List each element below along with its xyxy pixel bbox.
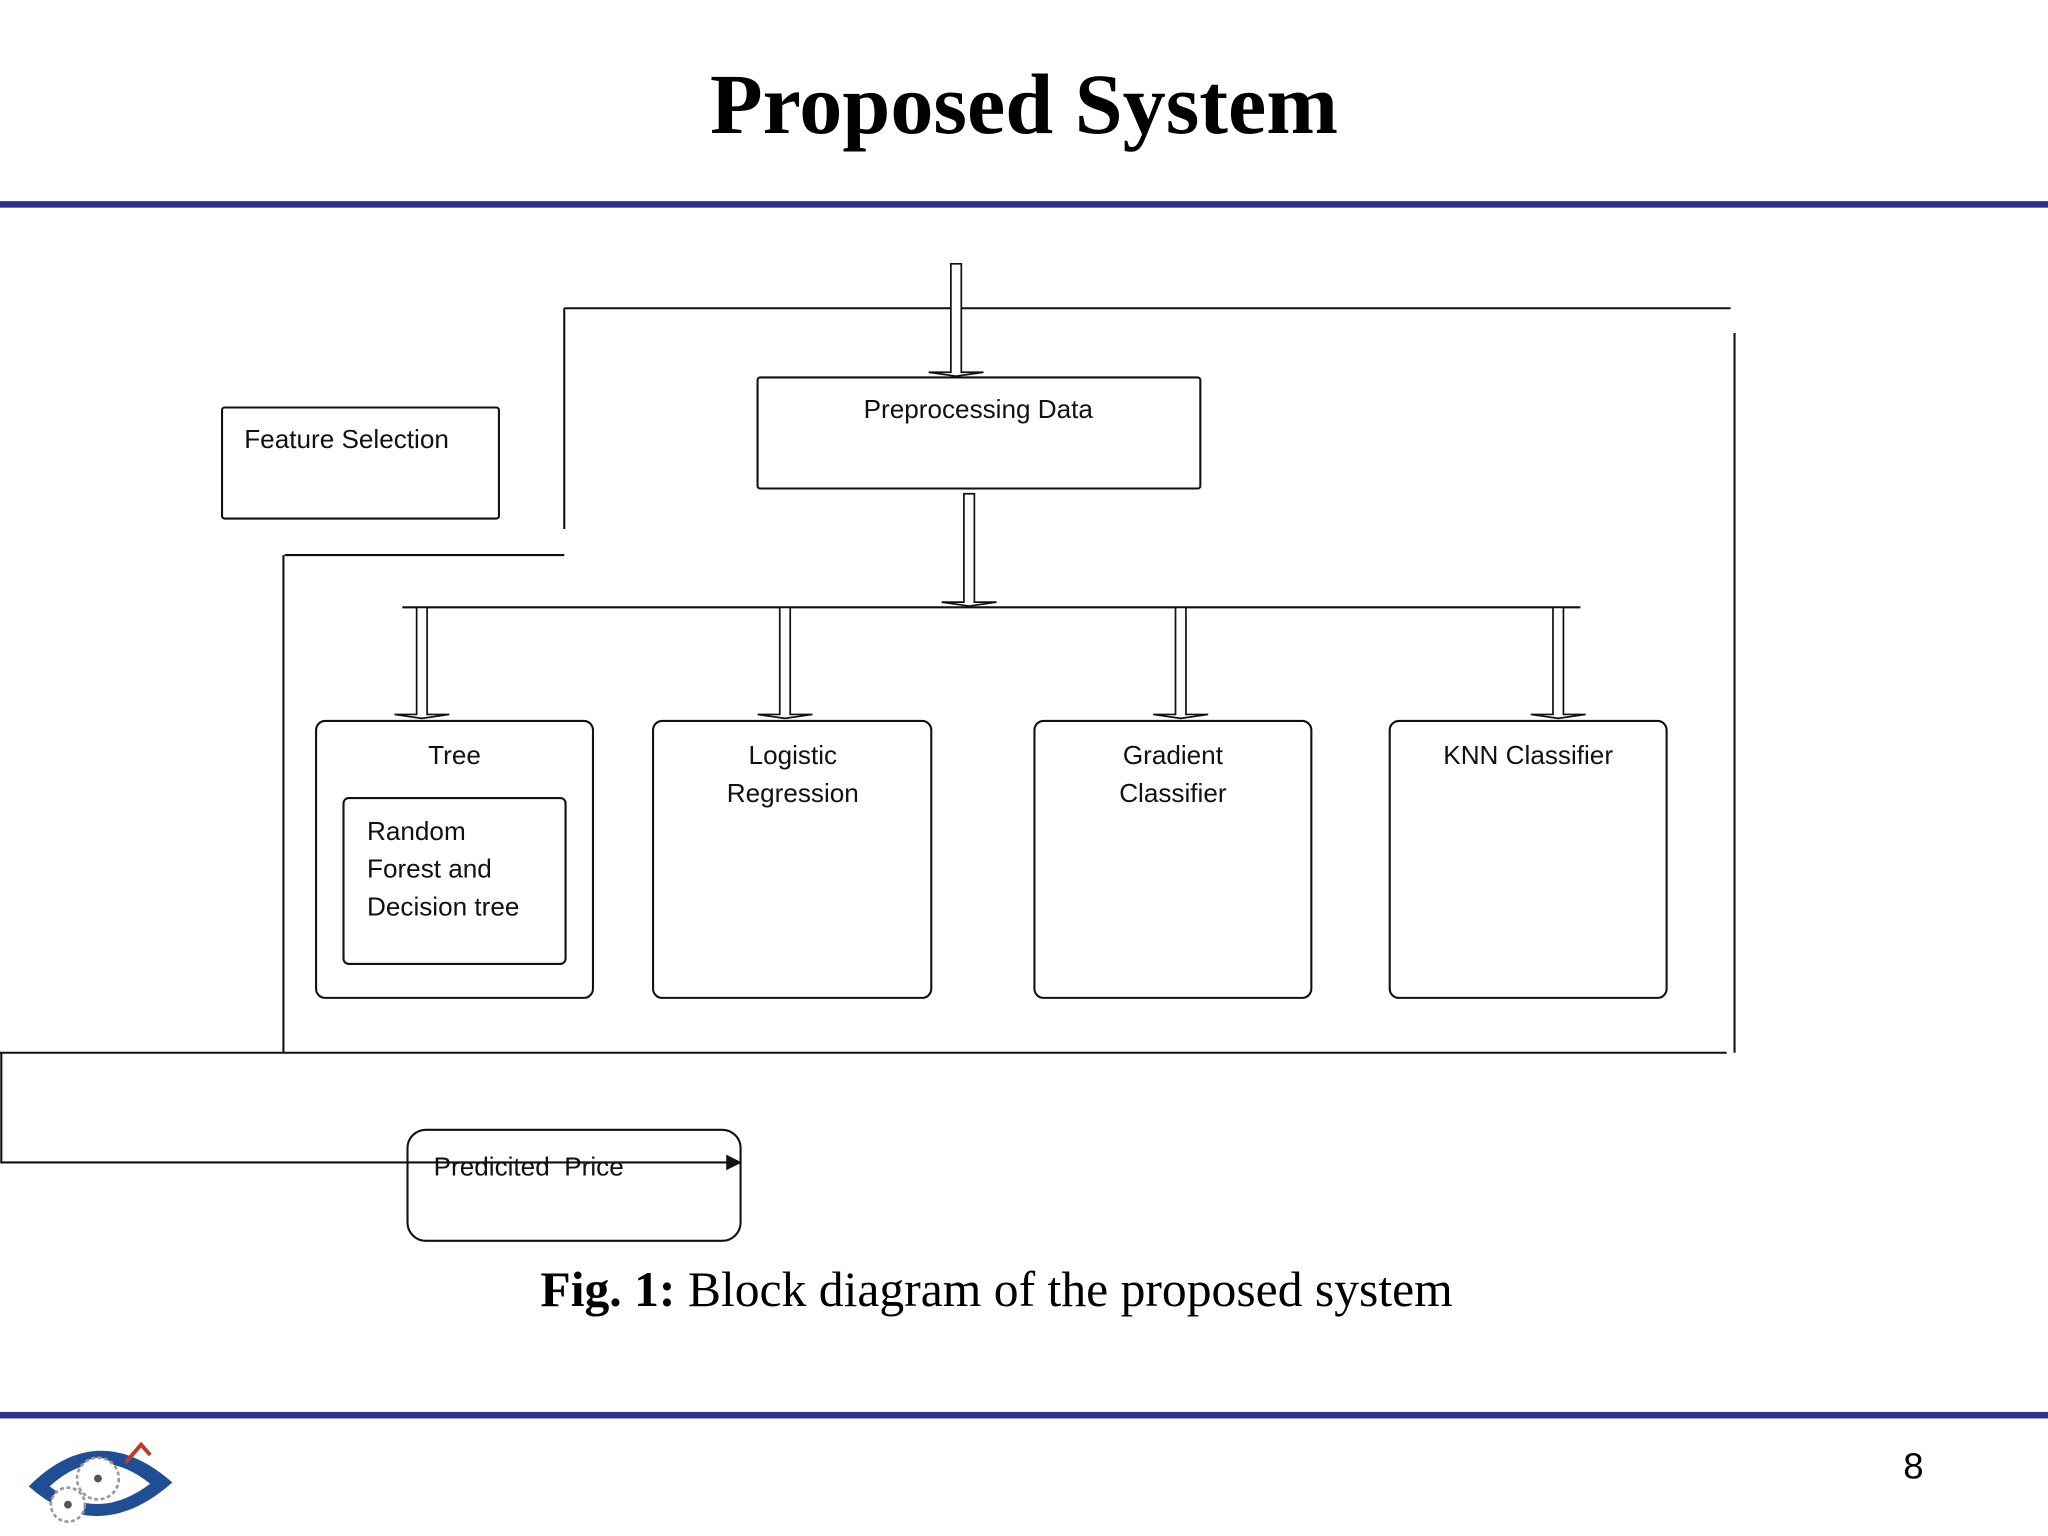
hollow-arrow-icon (928, 262, 984, 378)
hollow-arrow-icon (941, 492, 997, 607)
hollow-arrow-icon (1530, 606, 1586, 720)
inner-label: Decision tree (367, 892, 519, 922)
page-number: 8 (1903, 1446, 1923, 1487)
hollow-arrows (394, 262, 1586, 720)
feature-selection-label: Feature Selection (244, 424, 449, 454)
model-box-gradient-classifier (1033, 719, 1313, 999)
gear-hub-icon (94, 1474, 102, 1483)
connector-line (0, 307, 1736, 1164)
inner-label: Random (367, 816, 466, 846)
figure-icon (123, 1441, 152, 1465)
model-box-knn-classifier (1388, 719, 1668, 999)
model-label: Classifier (1119, 778, 1227, 808)
figure-caption: Fig. 1: Block diagram of the proposed sy… (540, 1262, 1452, 1317)
caption-text: Block diagram of the proposed system (675, 1262, 1452, 1317)
inner-label: Forest and (367, 854, 492, 884)
top-divider (0, 201, 2048, 208)
gear-hub-icon (64, 1500, 72, 1509)
model-label: KNN Classifier (1443, 740, 1613, 770)
page-title: Proposed System (710, 56, 1338, 152)
model-box-logistic-regression (652, 719, 933, 999)
block-diagram: Feature Selection Preprocessing Data Tre… (0, 262, 1736, 1242)
bottom-divider (0, 1411, 2048, 1419)
caption-prefix: Fig. 1: (540, 1262, 675, 1317)
preprocessing-label: Preprocessing Data (864, 394, 1094, 424)
college-logo (28, 1441, 173, 1523)
predicted-price-label: Predicited Price (434, 1152, 624, 1182)
arrowhead-icon (726, 1154, 742, 1171)
predicted-price-box (406, 1128, 742, 1242)
model-label: Gradient (1123, 740, 1224, 770)
feature-selection-box (220, 406, 500, 520)
model-label: Regression (727, 778, 859, 808)
preprocessing-box (756, 376, 1202, 490)
model-label: Tree (428, 740, 481, 770)
model-label: Logistic (749, 740, 838, 770)
inner-box-random-forest (342, 796, 567, 965)
hollow-arrow-icon (757, 606, 813, 720)
hollow-arrow-icon (1153, 606, 1209, 720)
hollow-arrow-icon (394, 606, 450, 720)
